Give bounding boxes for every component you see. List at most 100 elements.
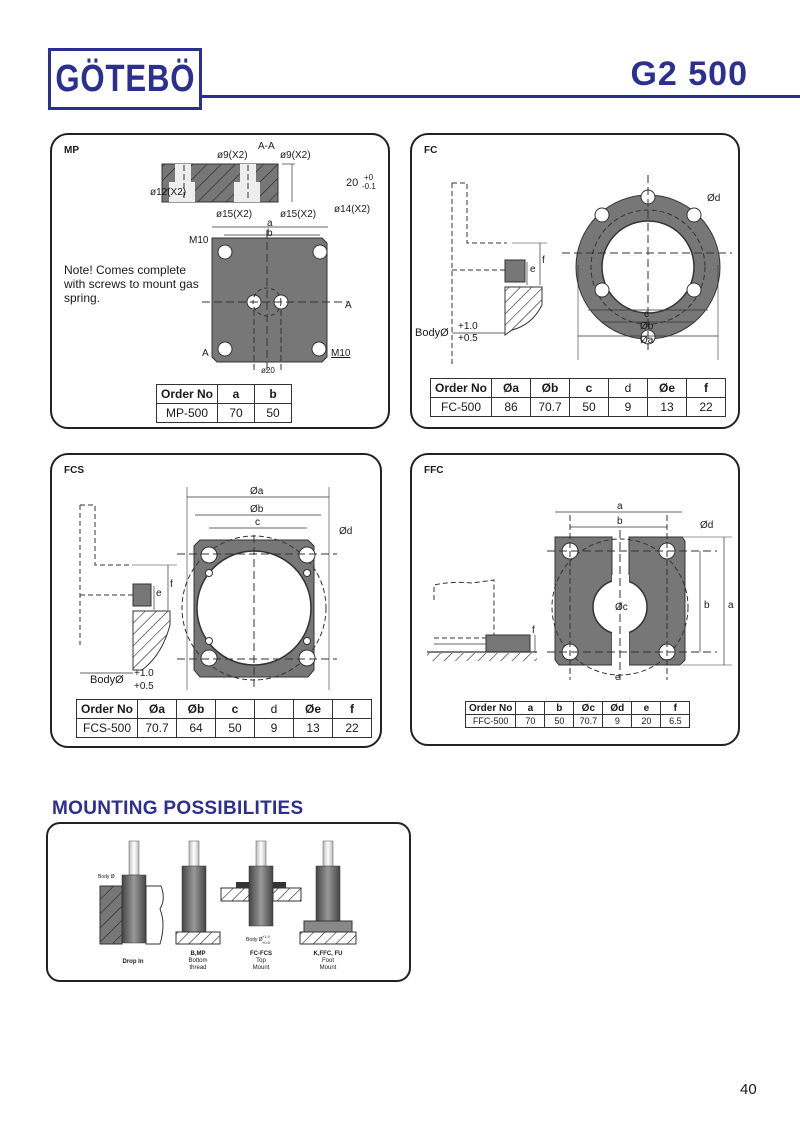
table-cell: 50 [569,397,610,417]
mount-bottom-thread [175,840,221,945]
fcs-drawing [79,487,337,690]
panel-fc: FC Ød c Øb Øa e f BodyØ +1.0 +0.5 [410,133,740,429]
table-header: Øa [491,378,532,398]
dim-f-label: f [542,255,545,266]
table-cell: 22 [332,718,373,738]
table-cell: FFC-500 [464,714,517,728]
body-dia-label: Body Ø [246,937,263,943]
mounting-note: Note! Comes complete with screws to moun… [64,263,199,305]
table-header: b [544,701,575,715]
table-header: c [569,378,610,398]
table-cell: 70 [217,403,256,423]
table-header: a [515,701,546,715]
mount-code: FC-FCS [250,951,272,957]
depth-label: ø12(X2) [150,187,187,198]
table-row: FCS-500 70.7 64 50 9 13 22 [75,718,373,738]
hole-label: ø9(X2) [280,150,311,161]
dim-e-label: e [615,672,621,682]
tolerance-lower: +0.5 [458,333,478,344]
tolerance-upper: +0 [364,173,374,182]
section-mark: A [345,300,352,311]
table-header: f [686,378,727,398]
table-header: e [631,701,662,715]
table-header: Order No [155,384,219,404]
panel-ffc: FFC a b Ød Øc e f b a Or [410,453,740,746]
mount-top [220,840,302,927]
panel-label: FFC [424,465,444,476]
mount-sub: thread [189,965,207,971]
table-row: FC-500 86 70.7 50 9 13 22 [429,397,727,417]
dim-c-label: Øc [615,602,628,613]
dim-e-label: e [156,588,162,599]
mount-code: B,MP [190,951,206,957]
table-cell: 70.7 [573,714,604,728]
table-row: MP-500 70 50 [155,403,293,423]
dim-e-label: e [530,264,536,275]
table-header: Øa [137,699,178,719]
mount-label-drop-in: Drop In [108,959,158,966]
table-header: c [215,699,256,719]
dim-d-label: Ød [707,193,721,204]
header-rule [202,95,800,98]
table-cell: 70.7 [137,718,178,738]
mp-drawing [161,163,347,373]
table-header: a [217,384,256,404]
mount-label-foot: K,FFC, FU Foot Mount [303,951,353,972]
table-header: Order No [429,378,493,398]
mount-code: K,FFC, FU [313,951,343,957]
dim-b-label: b [617,516,623,527]
thickness-label: 20 [346,177,359,189]
table-header: Order No [75,699,139,719]
brand-logo: GÖTEBÖ [48,48,202,110]
table-cell: 9 [602,714,633,728]
table-cell: 50 [215,718,256,738]
dim-a-label: a [267,218,273,229]
mount-sub: Mount [252,965,270,971]
table-cell: 64 [176,718,217,738]
depth-label: ø14(X2) [334,204,371,215]
panel-label: FC [424,145,438,156]
table-header: Øe [647,378,688,398]
body-dia-label: BodyØ [415,327,449,339]
table-header: Øb [176,699,217,719]
panel-label: MP [64,145,79,156]
table-cell: 70.7 [530,397,571,417]
model-title: G2 500 [630,55,748,93]
table-header: d [254,699,295,719]
table-header: Ød [602,701,633,715]
ffc-drawing [427,511,732,680]
spec-table-ffc: Order No a b Øc Ød e f FFC-500 70 50 70.… [464,701,691,728]
spec-table-mp: Order No a b MP-500 70 50 [155,384,293,423]
section-title: MOUNTING POSSIBILITIES [52,798,304,819]
panel-mounting: Drop In B,MP Bottom thread FC-FCS Top Mo… [46,822,411,982]
dim-d-label: Ød [700,520,714,531]
table-cell: 86 [491,397,532,417]
table-cell: 9 [254,718,295,738]
table-header: Order No [464,701,517,715]
table-cell: FC-500 [429,397,493,417]
mount-sub: Mount [319,965,337,971]
dim-b-label: b [267,228,273,239]
counterbore-label: ø15(X2) [216,209,253,220]
mount-drop-in [99,840,164,945]
mount-foot [299,840,357,945]
tolerance-lower: +0.5 [134,681,154,692]
table-cell: MP-500 [155,403,219,423]
hole-label: ø9(X2) [217,150,248,161]
mounting-drawing [99,840,357,945]
dim-f-label: f [170,579,173,590]
dim-c-label: c [644,309,649,320]
body-dia-label: Body Ø [98,874,115,880]
table-header: d [608,378,649,398]
table-cell: 20 [631,714,662,728]
dim-a-label: Øa [640,335,654,346]
tolerance-upper: +1.0 [134,668,154,679]
tolerance-upper: +1.0 [262,934,270,939]
table-cell: 50 [544,714,575,728]
table-header: b [254,384,293,404]
thread-label: M10 [331,348,351,359]
mount-name: Drop In [122,959,144,965]
table-header: Øb [530,378,571,398]
dim-d-label: Ød [339,526,353,537]
brand-name: GÖTEBÖ [55,57,195,100]
